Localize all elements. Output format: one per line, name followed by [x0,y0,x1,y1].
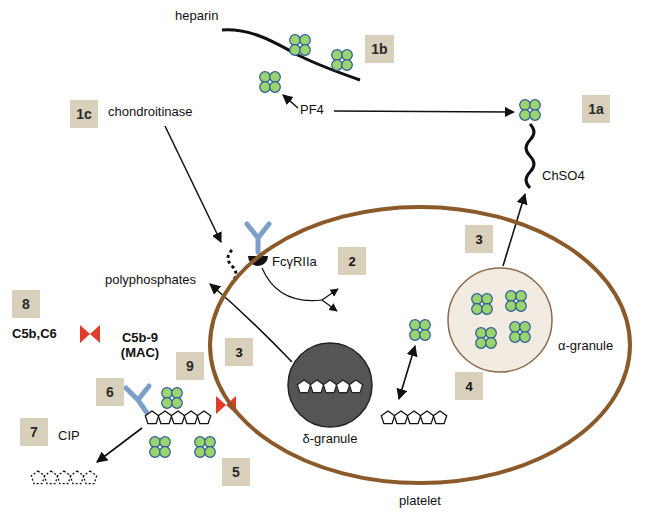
delta-granule: δ-granule [288,343,372,427]
granule-label: α-granule [558,338,613,353]
pointer-arrow [283,95,298,108]
signal-arrow [322,289,338,300]
callout-box: 7 [20,418,48,446]
pf4-tetramer [150,437,171,458]
callout-box: 2 [338,247,366,275]
pf4-tetramer [260,72,281,93]
chondroitin-chain [526,124,534,188]
molecule-label: ChSO4 [542,168,585,183]
cell-outline [208,205,632,515]
callout-number: 5 [232,464,240,480]
complement-label: C5b-9 (MAC) [112,330,168,360]
complement-symbol [90,325,100,343]
callout-box: 1b [365,35,394,63]
complement-symbol [80,325,90,343]
callout-number: 1b [371,41,387,57]
callout-box: 3 [225,338,253,366]
callout-number: 1a [588,101,604,117]
callout-number: 4 [465,379,472,394]
callout-number: 2 [348,254,355,269]
polyphosphate-chain [297,380,362,393]
callout-number: 1c [76,106,92,122]
callout-box: 1c [70,100,98,128]
callout-box: 4 [455,372,483,400]
granule-outline [448,268,552,372]
signal-arrow [262,268,322,301]
callout-number: 6 [106,384,114,400]
polyphosphate-chain [145,411,210,424]
binding-arrow [399,346,415,399]
heparin-chain [222,30,360,80]
molecule-label: heparin [175,8,218,23]
alpha-granule: α-granule [448,268,552,372]
polyphosphate-chain [31,471,96,484]
signal-arrow [322,300,337,311]
molecule-label: polyphosphates [105,272,196,287]
pf4-tetramer [472,294,493,315]
pointer-arrow [334,111,514,112]
granule-label: δ-granule [288,431,372,446]
granule-outline [288,343,372,427]
pf4-tetramer [332,50,353,71]
callout-box: 6 [96,378,124,406]
callout-number: 8 [22,296,30,312]
callout-box: 1a [582,95,610,123]
callout-number: 3 [475,232,482,247]
callout-number: 9 [186,358,194,374]
pf4-tetramer [410,320,431,341]
pf4-tetramer [195,437,216,458]
callout-box: 5 [222,458,250,486]
callout-number: 3 [235,345,242,360]
molecule-label: PF4 [300,102,324,117]
receptor-label: FcγRIIa [272,254,317,269]
enzyme-label: chondroitinase [108,104,193,119]
callout-number: 7 [30,424,38,440]
enzyme-label: CIP [58,428,80,443]
cell-label: platelet [208,493,632,508]
platelet-cell: platelet 2 3 3 δ-granule α-granule 4 [208,205,632,515]
release-arrow [503,194,525,266]
pf4-tetramer [510,322,531,343]
pointer-arrow [97,428,142,462]
complement-label: C5b,C6 [12,326,57,341]
pf4-tetramer [520,100,541,121]
pf4-tetramer [476,328,497,349]
callout-box: 9 [176,352,204,380]
pf4-tetramer [290,35,311,56]
callout-box: 3 [465,225,493,253]
antibody-symbol [247,224,269,252]
polyphosphate-chain [381,411,446,424]
pf4-tetramer [162,388,183,409]
pf4-tetramer [506,291,527,312]
pointer-arrow [165,126,221,242]
antibody-symbol [126,386,149,413]
callout-box: 8 [12,290,40,318]
